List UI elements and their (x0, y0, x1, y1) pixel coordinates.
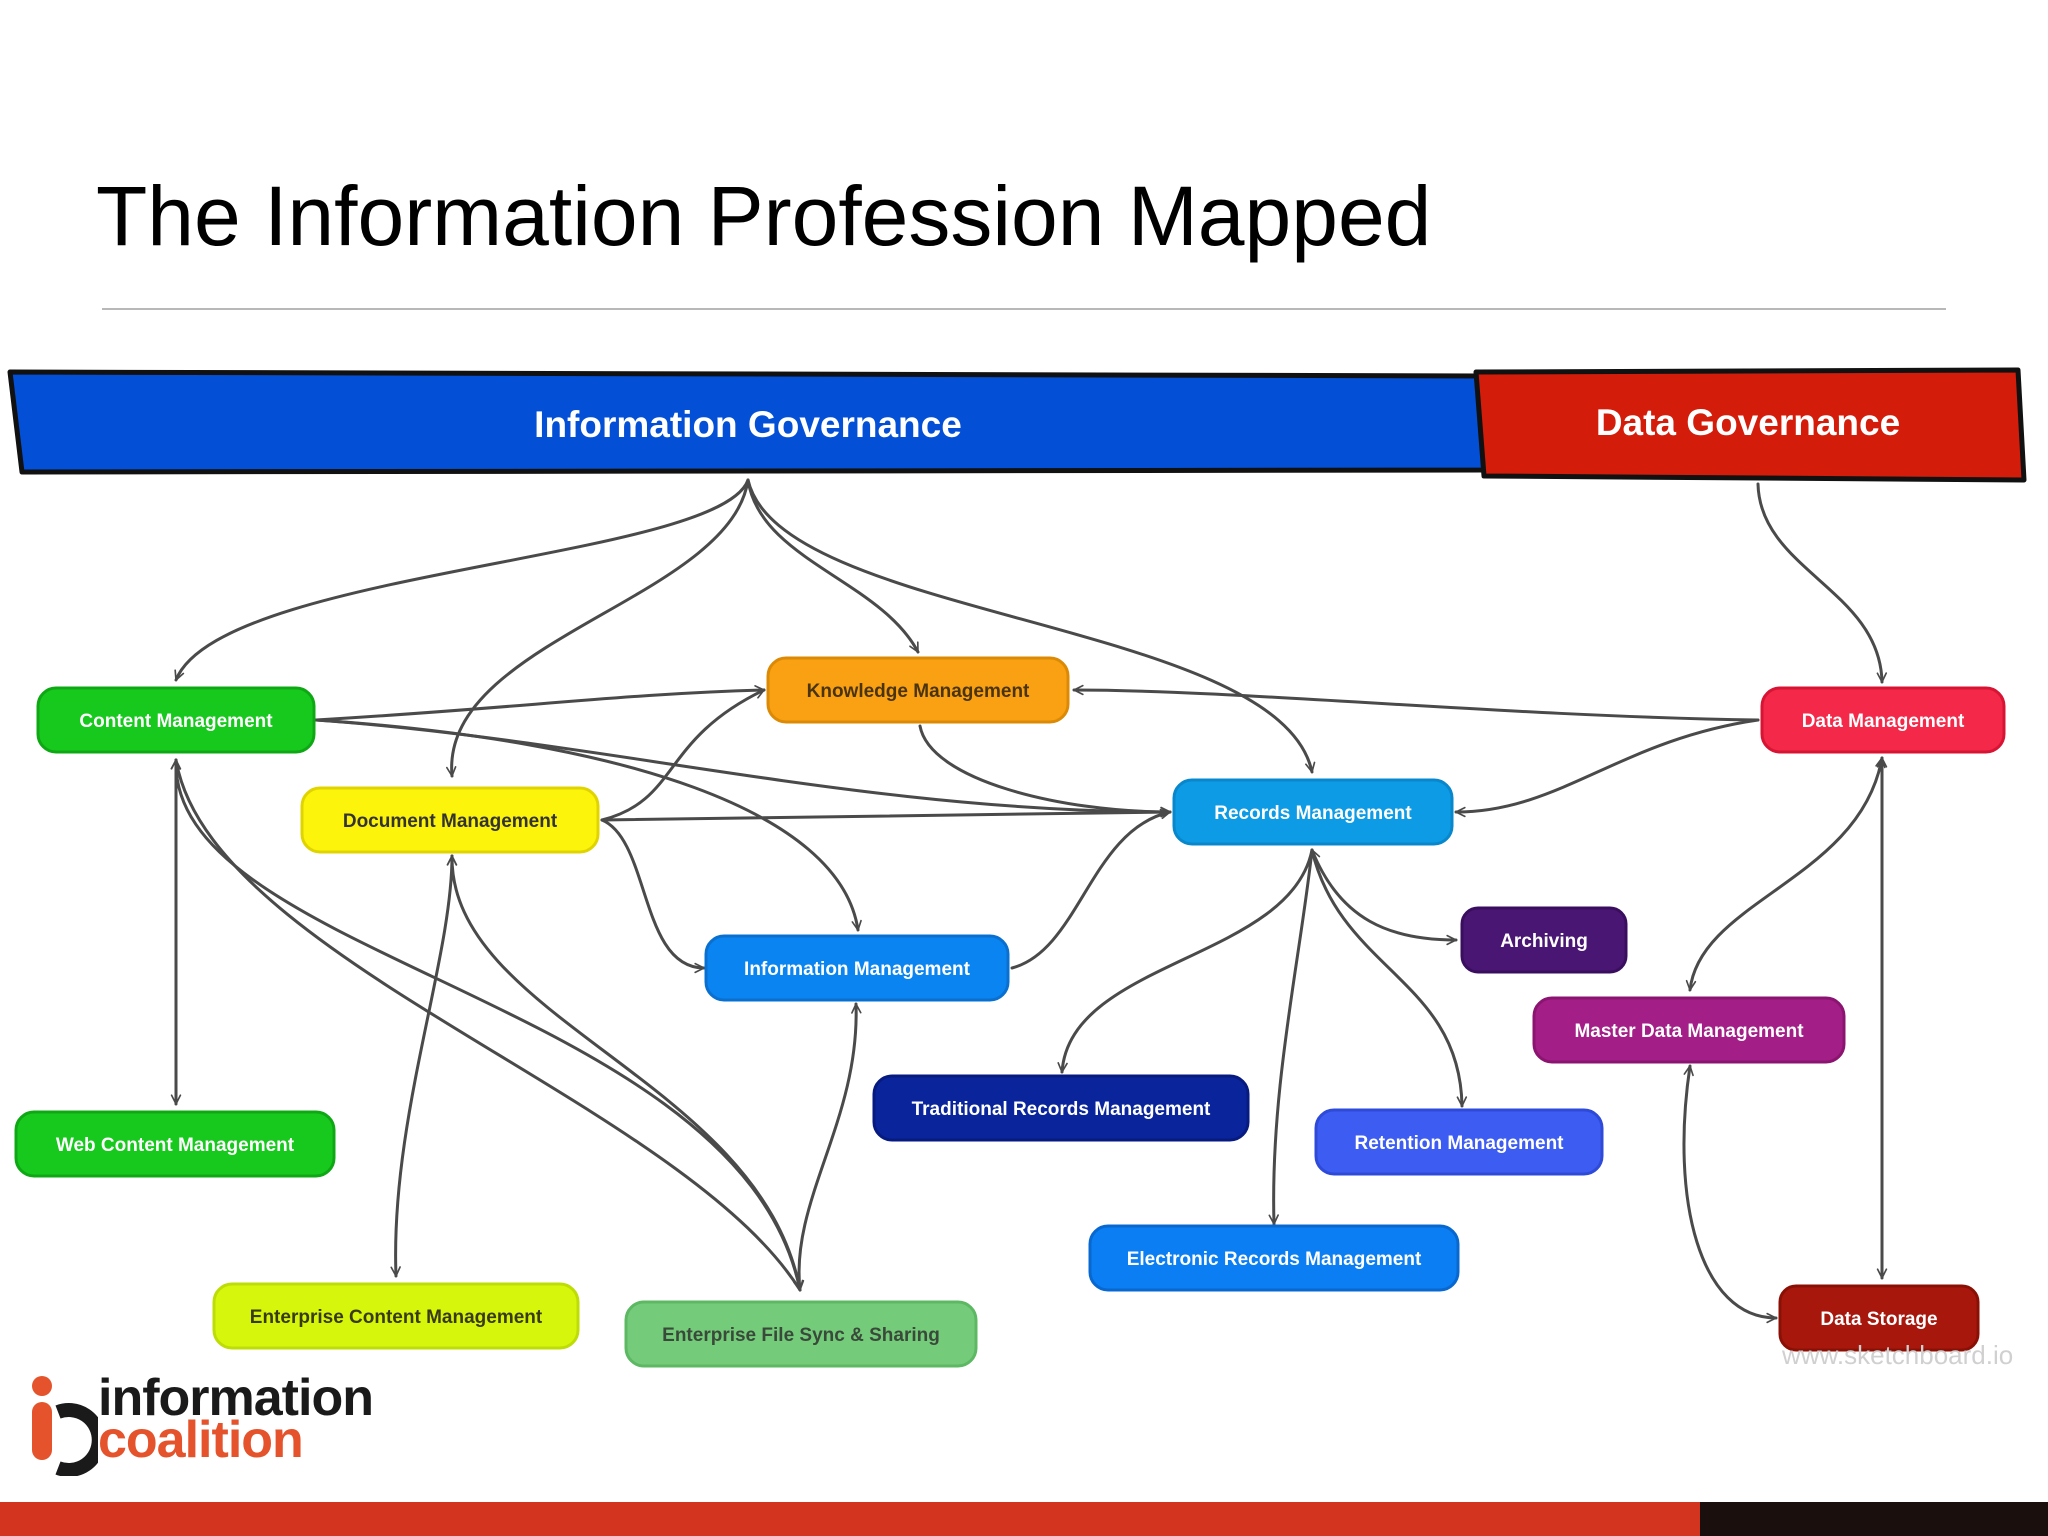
edge-content-to-knowledge (314, 685, 766, 722)
node-label: Knowledge Management (807, 681, 1030, 702)
node-label: Master Data Management (1574, 1021, 1804, 1042)
node-label: Archiving (1500, 931, 1588, 952)
edge-master-data-storage (1682, 1064, 1778, 1324)
data-governance-label: Data Governance (1596, 402, 1900, 443)
edge-document-enterprise-content (390, 854, 458, 1278)
node-content-management: Content Management (36, 686, 316, 754)
node-data-management: Data Management (1760, 686, 2006, 754)
edge-document-file-sync (446, 854, 802, 1292)
edge-document-to-knowledge (600, 688, 766, 822)
edge-information-to-records (1010, 808, 1172, 970)
edge-ig-to-content-management (174, 478, 750, 682)
node-label: Enterprise Content Management (250, 1307, 543, 1328)
edge-dg-to-data-management (1756, 482, 1888, 684)
node-records-management: Records Management (1172, 778, 1454, 846)
node-label: Records Management (1214, 803, 1412, 824)
information-governance-band: Information Governance (7, 369, 1491, 475)
edge-knowledge-to-records (918, 724, 1172, 818)
node-label: Document Management (343, 811, 558, 832)
slide-title: The Information Profession Mapped (96, 169, 1432, 263)
edge-ig-to-document-management (446, 478, 750, 778)
node-knowledge-management: Knowledge Management (766, 656, 1070, 724)
node-traditional-records-management: Traditional Records Management (872, 1074, 1250, 1142)
edge-records-to-retention (1310, 848, 1468, 1108)
edge-records-to-electronic (1268, 848, 1314, 1226)
node-retention-management: Retention Management (1314, 1108, 1604, 1176)
edge-ig-to-records-management (746, 478, 1316, 774)
node-label: Electronic Records Management (1127, 1249, 1422, 1270)
ic-logo-mark-icon (32, 1376, 98, 1476)
node-label: Content Management (79, 711, 273, 732)
node-information-management: Information Management (704, 934, 1010, 1002)
edge-ig-to-knowledge-management (746, 478, 920, 654)
node-label: Information Management (744, 959, 971, 980)
information-governance-label: Information Governance (534, 404, 962, 445)
logo-word-information: information (98, 1369, 374, 1427)
footer-bar-dark (1700, 1502, 2048, 1536)
edge-data-master-data (1685, 756, 1886, 992)
edge-document-to-records (600, 806, 1172, 822)
node-master-data-management: Master Data Management (1532, 996, 1846, 1064)
edge-records-to-traditional (1057, 848, 1314, 1074)
edge-information-file-sync (793, 1002, 862, 1292)
node-label: Web Content Management (56, 1135, 295, 1156)
edge-data-to-knowledge (1072, 684, 1760, 722)
connector-lines (170, 478, 1888, 1324)
edge-data-to-records (1454, 718, 1760, 818)
logo-word-coalition: coalition (98, 1411, 304, 1469)
node-label: Retention Management (1354, 1133, 1564, 1154)
title-divider (102, 308, 1946, 310)
node-archiving: Archiving (1460, 906, 1628, 974)
node-electronic-records-management: Electronic Records Management (1088, 1224, 1460, 1292)
edge-content-file-sync (170, 758, 804, 1292)
node-document-management: Document Management (300, 786, 600, 854)
data-governance-shape (1473, 367, 2027, 483)
node-label: Traditional Records Management (912, 1099, 1211, 1120)
data-governance-band: Data Governance (1473, 367, 2027, 483)
node-label: Data Storage (1820, 1309, 1937, 1330)
node-label: Enterprise File Sync & Sharing (662, 1325, 940, 1346)
node-enterprise-content-management: Enterprise Content Management (212, 1282, 580, 1350)
node-label: Data Management (1802, 711, 1965, 732)
node-data-storage: Data Storage (1778, 1284, 1980, 1352)
edge-records-to-archiving (1310, 848, 1458, 946)
node-enterprise-file-sync-sharing: Enterprise File Sync & Sharing (624, 1300, 978, 1368)
sketchboard-watermark: www.sketchboard.io (1782, 1340, 2014, 1370)
footer-bar-red (0, 1502, 1700, 1536)
information-coalition-logo: information coalition (28, 1369, 388, 1482)
node-web-content-management: Web Content Management (14, 1110, 336, 1178)
edge-document-to-information (600, 818, 706, 974)
